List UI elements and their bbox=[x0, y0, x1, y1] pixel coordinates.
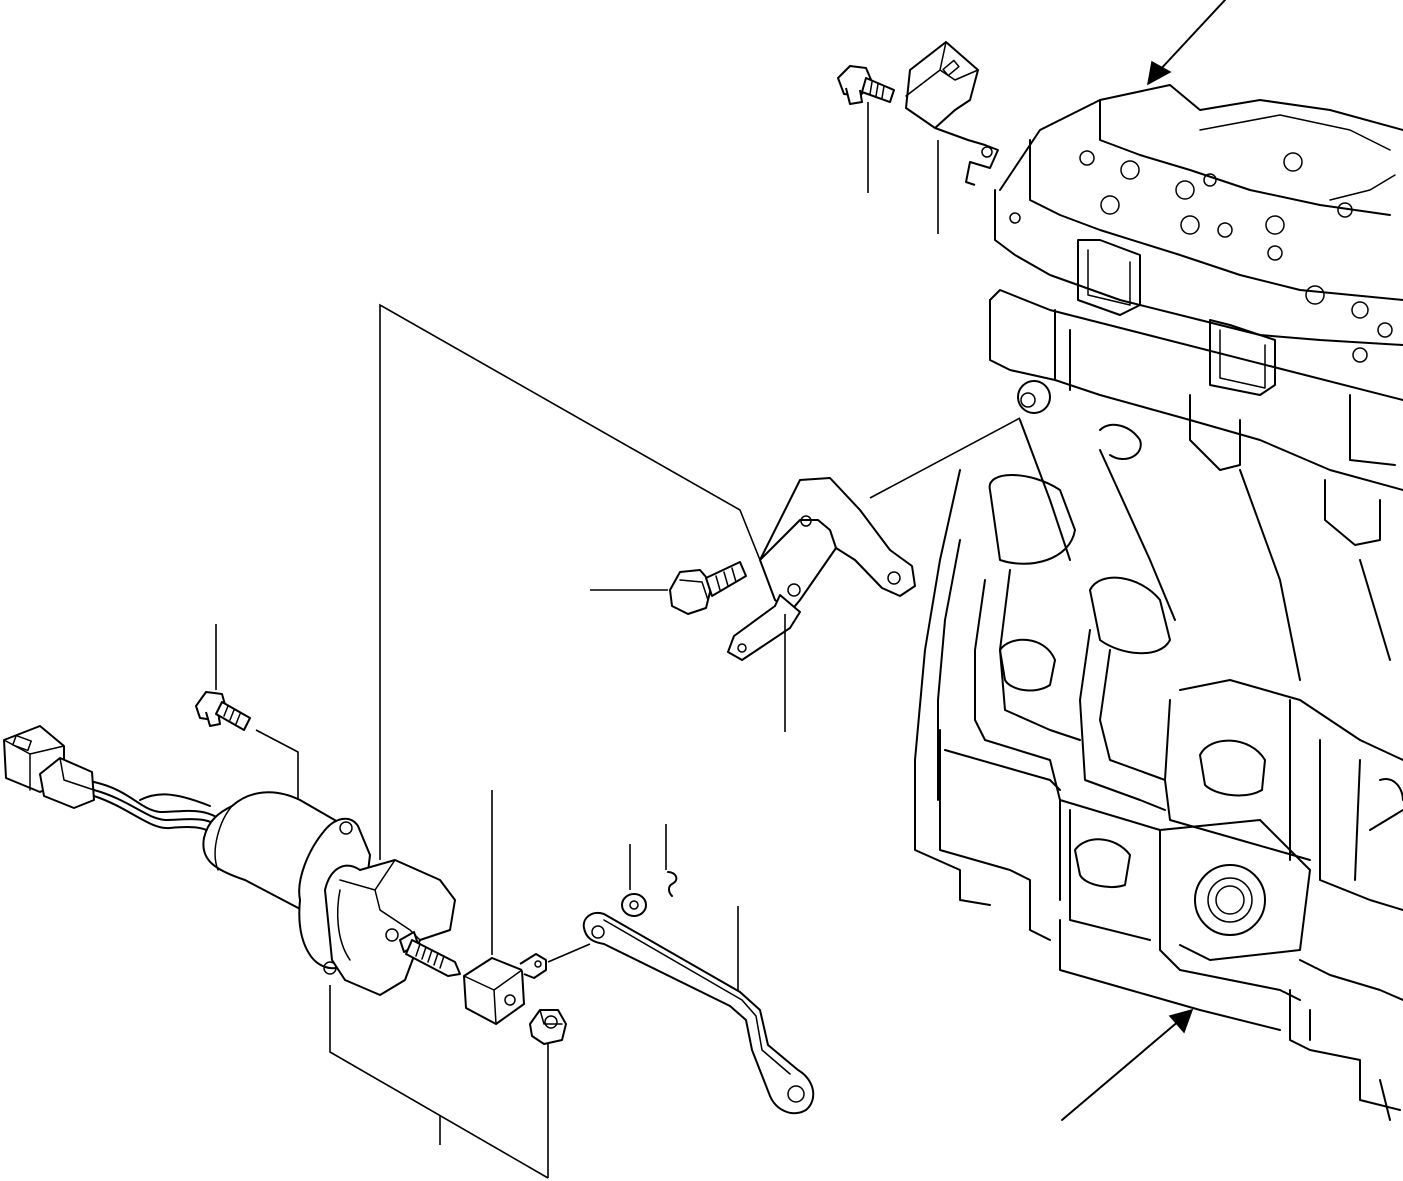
arrow-top-right bbox=[1146, 0, 1226, 86]
bracket-bolt bbox=[590, 561, 747, 615]
solenoid-plunger bbox=[399, 931, 461, 977]
solenoid-wires bbox=[93, 781, 229, 843]
bracket-mount-line bbox=[869, 417, 1021, 499]
solenoid-mount-bolt bbox=[195, 624, 299, 805]
fuel-stop-solenoid bbox=[202, 791, 456, 996]
connector-clip bbox=[905, 41, 999, 234]
cotter-pin bbox=[665, 824, 678, 897]
arrow-bottom-right bbox=[1061, 1008, 1194, 1121]
linkage-rod bbox=[582, 906, 815, 1115]
hex-nut bbox=[529, 1009, 567, 1178]
washer bbox=[621, 844, 647, 917]
engine-block bbox=[914, 84, 1403, 1121]
solenoid-plunger-block bbox=[463, 790, 591, 1025]
stop-lever-bracket bbox=[727, 477, 916, 732]
top-bolt bbox=[837, 65, 895, 193]
solenoid-connector bbox=[3, 725, 95, 809]
assembly-bracket-leader bbox=[329, 985, 549, 1179]
assembly-leader bbox=[379, 303, 761, 860]
